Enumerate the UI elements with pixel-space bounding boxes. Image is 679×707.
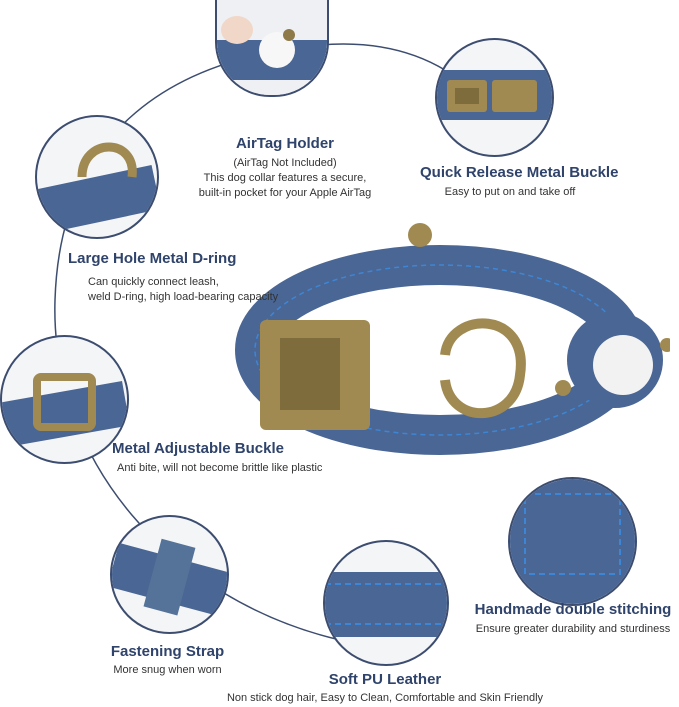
airtag-line3: built-in pocket for your Apple AirTag (198, 187, 372, 199)
airtag-line1: (AirTag Not Included) (233, 157, 337, 169)
double-stitching-image (508, 477, 637, 606)
stitch-title: Handmade double stitching (474, 601, 672, 618)
buckle-line1: Easy to put on and take off (444, 186, 576, 198)
airtag-title: AirTag Holder (235, 135, 335, 152)
adjust-title: Metal Adjustable Buckle (112, 440, 284, 457)
adjustable-buckle-image (0, 335, 129, 464)
strap-line1: More snug when worn (113, 664, 222, 676)
quick-release-buckle-image (435, 38, 554, 157)
strap-title: Fastening Strap (110, 643, 225, 660)
leather-line1: Non stick dog hair, Easy to Clean, Comfo… (226, 692, 544, 704)
airtag-holder-image (215, 0, 329, 97)
buckle-title: Quick Release Metal Buckle (420, 164, 619, 181)
fastening-strap-image (110, 515, 229, 634)
dring-line1: Can quickly connect leash, (88, 276, 219, 288)
collar-product-image (230, 210, 674, 470)
dring-line2: weld D-ring, high load-bearing capacity (88, 291, 279, 303)
airtag-line2: This dog collar features a secure, (203, 172, 367, 184)
adjust-line1: Anti bite, will not become brittle like … (117, 462, 323, 474)
stitch-line1: Ensure greater durability and sturdiness (475, 623, 671, 635)
pu-leather-image (323, 540, 449, 666)
leather-title: Soft PU Leather (328, 671, 442, 688)
d-ring-image (35, 115, 159, 239)
dring-title: Large Hole Metal D-ring (68, 250, 237, 267)
